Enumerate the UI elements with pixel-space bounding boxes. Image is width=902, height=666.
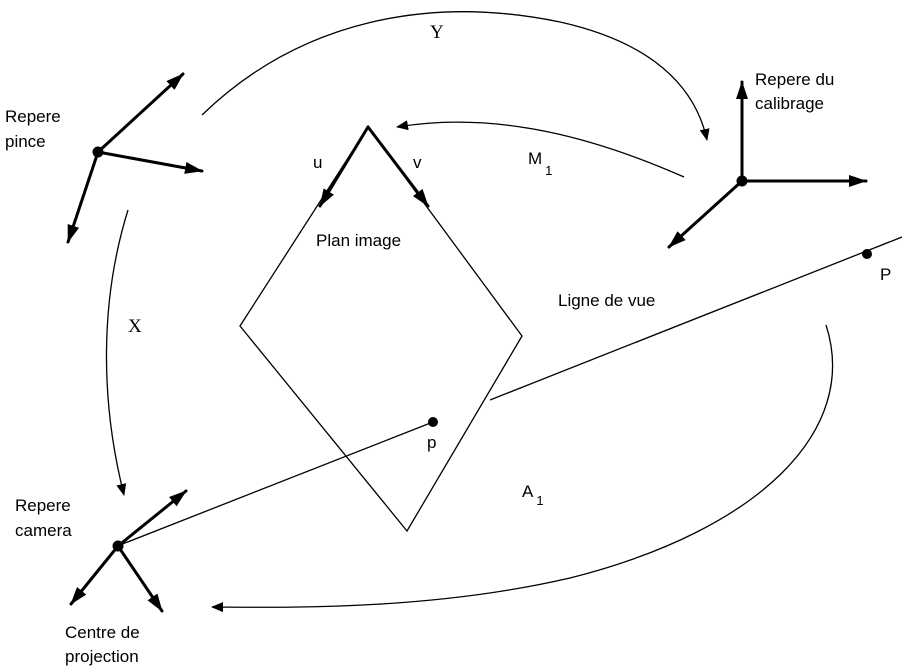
calibration-frame: [667, 80, 868, 249]
label-axis-u: u: [313, 153, 322, 172]
label-transform-M1: M1: [528, 149, 552, 178]
label-plan-image: Plan image: [316, 231, 401, 250]
label-centre-projection: Centre de projection: [65, 623, 144, 666]
label-ligne-de-vue: Ligne de vue: [558, 291, 655, 310]
label-repere-camera: Repere camera: [15, 496, 76, 540]
transform-Y-arc: [201, 11, 710, 141]
label-repere-calibrage: Repere du calibrage: [755, 70, 839, 113]
label-repere-pince: Repere pince: [5, 107, 66, 151]
label-axis-v: v: [413, 153, 422, 172]
label-transform-X: X: [128, 316, 142, 337]
transform-A1-arc: [211, 324, 834, 613]
view-line-front: [489, 236, 902, 401]
label-point-p: p: [427, 433, 436, 452]
gripper-frame: [66, 72, 204, 244]
point-p-dot: [428, 417, 438, 427]
image-plane: [239, 125, 523, 533]
transform-X-arc: [105, 209, 129, 496]
transform-M1-arc: [396, 120, 685, 178]
axis-u-arrow: [318, 125, 370, 208]
axis-v-arrow: [366, 125, 430, 208]
point-P-dot: [862, 249, 872, 259]
view-line-back: [119, 421, 434, 546]
label-point-P: P: [880, 265, 891, 284]
camera-frame: [69, 489, 188, 613]
label-transform-Y: Y: [430, 22, 444, 43]
